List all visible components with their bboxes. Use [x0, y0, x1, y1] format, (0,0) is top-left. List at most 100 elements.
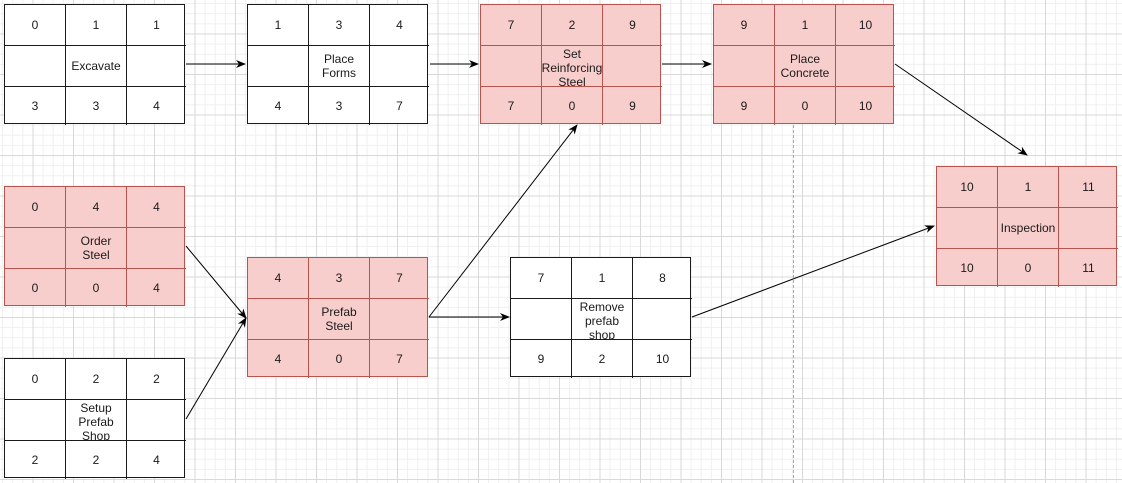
- duration: 4: [66, 187, 127, 228]
- duration: 2: [66, 359, 127, 400]
- activity-name: Excavate: [66, 46, 127, 87]
- blank-cell: [127, 400, 186, 441]
- blank-cell: [481, 46, 542, 87]
- early-finish: 4: [127, 187, 186, 228]
- late-start: 0: [5, 269, 66, 307]
- late-finish: 4: [153, 453, 160, 467]
- blank-cell: [5, 228, 66, 269]
- blank-cell: [633, 299, 692, 340]
- total-float: 2: [572, 340, 633, 378]
- blank-cell: [5, 46, 66, 87]
- early-finish: 10: [836, 5, 895, 46]
- total-float: 0: [998, 249, 1059, 287]
- late-finish: 7: [396, 99, 403, 113]
- blank-cell: [714, 46, 775, 87]
- late-start: 10: [937, 249, 998, 287]
- blank-cell: [836, 46, 895, 87]
- late-finish: 9: [629, 99, 636, 113]
- edge-place-concrete-to-inspection[interactable]: [894, 63, 1028, 156]
- edge-setup-prefab-shop-to-prefab-steel[interactable]: [185, 317, 247, 420]
- total-float: 0: [66, 269, 127, 307]
- edge-remove-prefab-shop-to-inspection[interactable]: [691, 225, 935, 318]
- node-inspection[interactable]: 10 1 11 Inspection 10 0 11: [936, 166, 1118, 287]
- total-float: 0: [775, 87, 836, 125]
- duration: 3: [309, 5, 370, 46]
- activity-name-line: Forms: [322, 66, 356, 80]
- late-finish: 10: [858, 99, 873, 113]
- early-finish: 1: [127, 5, 186, 46]
- activity-name-line: Place: [789, 52, 820, 66]
- early-finish: 9: [603, 5, 662, 46]
- dashed-guide-line: [793, 125, 794, 483]
- activity-name-line: prefab: [584, 314, 620, 328]
- edge-order-steel-to-prefab-steel[interactable]: [185, 245, 247, 319]
- late-finish: 4: [153, 99, 160, 113]
- activity-name-line: Steel: [558, 75, 586, 87]
- activity-name-line: Steel: [325, 319, 353, 333]
- activity-name-line: Set: [563, 47, 582, 61]
- late-finish: 10: [655, 352, 670, 366]
- early-start: 7: [481, 5, 542, 46]
- late-finish: 7: [396, 352, 403, 366]
- blank-cell: [370, 46, 429, 87]
- blank-cell: [5, 400, 66, 441]
- activity-name-line: Prefab: [78, 415, 114, 429]
- blank-cell: [248, 299, 309, 340]
- total-float: 3: [66, 87, 127, 125]
- late-start: 4: [248, 87, 309, 125]
- early-start: 9: [714, 5, 775, 46]
- late-start: 2: [5, 441, 66, 479]
- late-start: 4: [248, 340, 309, 378]
- early-finish: 8: [633, 258, 692, 299]
- blank-cell: [127, 46, 186, 87]
- activity-name-line: Steel: [82, 248, 110, 262]
- blank-cell: [937, 208, 998, 249]
- early-start: 10: [937, 167, 998, 208]
- activity-name-line: Order: [80, 234, 112, 248]
- late-start: 9: [511, 340, 572, 378]
- early-start: 0: [5, 359, 66, 400]
- activity-name-line: Inspection: [1000, 221, 1056, 235]
- activity-name-line: Place: [323, 52, 355, 66]
- duration: 2: [542, 5, 603, 46]
- total-float: 0: [542, 87, 603, 125]
- total-float: 3: [309, 87, 370, 125]
- node-excavate[interactable]: 0 1 1 Excavate 3 3 4: [4, 4, 186, 125]
- activity-name-line: shop: [588, 328, 616, 340]
- early-start: 0: [5, 187, 66, 228]
- late-start: 7: [481, 87, 542, 125]
- early-finish: 11: [1059, 167, 1118, 208]
- activity-name-line: Shop: [81, 429, 110, 441]
- early-finish: 4: [370, 5, 429, 46]
- late-start: 9: [714, 87, 775, 125]
- early-start: 0: [5, 5, 66, 46]
- blank-cell: [1059, 208, 1118, 249]
- activity-name-line: Excavate: [71, 59, 121, 73]
- blank-cell: [127, 228, 186, 269]
- early-start: 4: [248, 258, 309, 299]
- duration: 1: [572, 258, 633, 299]
- late-start: 3: [5, 87, 66, 125]
- late-finish: 4: [153, 281, 160, 295]
- blank-cell: [248, 46, 309, 87]
- early-finish: 7: [370, 258, 429, 299]
- activity-name-line: Concrete: [780, 66, 830, 80]
- duration: 3: [309, 258, 370, 299]
- late-finish: 11: [1082, 261, 1095, 275]
- total-float: 0: [309, 340, 370, 378]
- blank-cell: [370, 299, 429, 340]
- duration: 1: [66, 5, 127, 46]
